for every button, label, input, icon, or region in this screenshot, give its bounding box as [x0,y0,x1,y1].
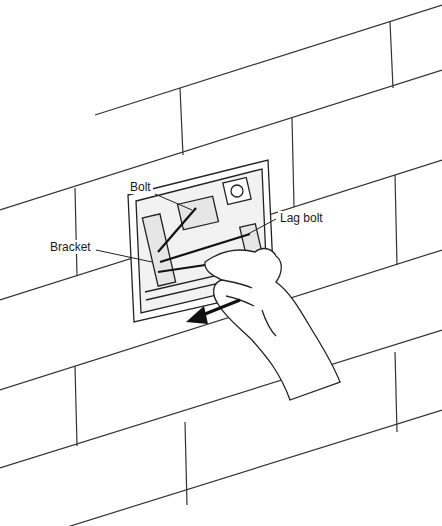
part-label: Lag bolt [278,211,325,225]
tile-wall [0,5,442,526]
leader-lines [96,194,276,262]
part-label: Bracket [48,240,93,254]
hand [205,249,340,400]
part-label: Bolt [128,180,153,194]
pull-arrow [186,300,240,324]
